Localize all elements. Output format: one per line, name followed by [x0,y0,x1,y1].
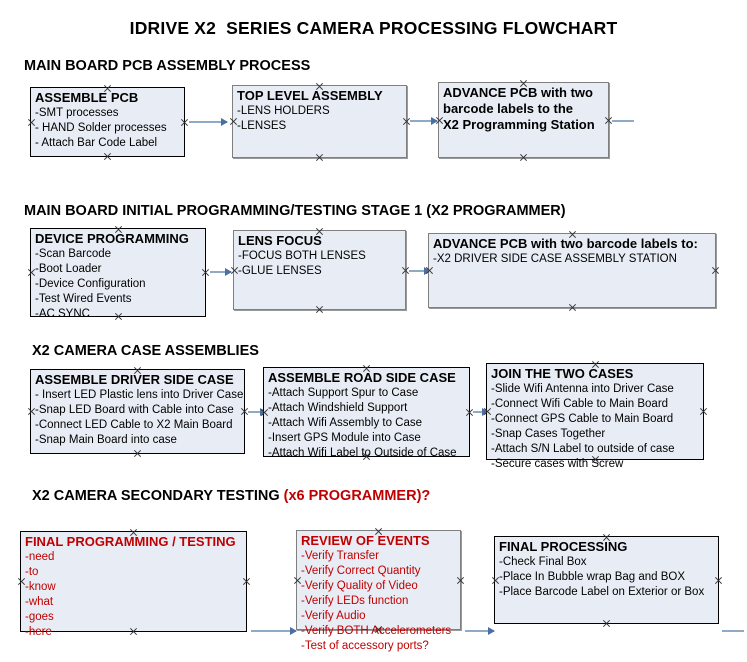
section-title-4-main: X2 CAMERA SECONDARY TESTING [32,488,284,504]
section-title-3: X2 CAMERA CASE ASSEMBLIES [32,343,259,359]
connector-handle-bottom[interactable] [315,305,324,314]
node-top-level-assembly[interactable]: TOP LEVEL ASSEMBLY -LENS HOLDERS -LENSES [232,85,407,158]
connector-handle-bottom[interactable] [568,303,577,312]
node-line: -Attach Support Spur to Case [268,387,419,399]
node-final-processing[interactable]: FINAL PROCESSING -Check Final Box -Place… [494,536,719,624]
node-header: LENS FOCUS [238,233,322,248]
connector-handle-bottom[interactable] [133,449,142,458]
node-line: -Device Configuration [35,278,146,290]
node-line: -know [25,581,56,593]
node-line: -Verify Correct Quantity [301,565,421,577]
node-line: -Place Barcode Label on Exterior or Box [499,586,705,598]
arrow-review-to-final-processing [465,627,495,635]
section-title-4-suffix: (x6 PROGRAMMER)? [283,488,431,504]
node-line: -Scan Barcode [35,248,112,260]
node-line: -AC SYNC [35,308,90,320]
node-header: FINAL PROCESSING [499,539,628,554]
node-header: REVIEW OF EVENTS [301,533,430,548]
node-join-the-two-cases[interactable]: JOIN THE TWO CASES -Slide Wifi Antenna i… [486,363,704,470]
node-line: -Attach S/N Label to outside of case [491,443,675,455]
page-title: IDRIVE X2 SERIES CAMERA PROCESSING FLOWC… [129,18,618,38]
node-line: -Test Wired Events [35,293,132,305]
node-header: JOIN THE TWO CASES [491,366,634,381]
section-title-1: MAIN BOARD PCB ASSEMBLY PROCESS [24,58,311,74]
node-line: -X2 DRIVER SIDE CASE ASSEMBLY STATION [433,253,677,265]
node-header-line3: X2 Programming Station [443,117,595,132]
node-assemble-driver-side-case[interactable]: ASSEMBLE DRIVER SIDE CASE - Insert LED P… [30,369,245,454]
connector-stub-right-1 [612,120,634,122]
connector-handle-bottom[interactable] [315,153,324,162]
node-final-programming-testing[interactable]: FINAL PROGRAMMING / TESTING -need -to -k… [20,531,247,638]
node-line: -Verify Audio [301,610,366,622]
node-line: -goes [25,611,54,623]
node-line: - Attach Bar Code Label [35,137,158,149]
node-advance-pcb-driver-case[interactable]: ADVANCE PCB with two barcode labels to: … [428,233,716,308]
node-header: DEVICE PROGRAMMING [35,231,189,246]
node-device-programming[interactable]: DEVICE PROGRAMMING -Scan Barcode -Boot L… [30,228,206,320]
arrow-pcb-to-top-level [189,118,228,126]
node-line: -GLUE LENSES [238,265,322,277]
node-advance-pcb-station[interactable]: ADVANCE PCB with two barcode labels to t… [438,82,609,158]
node-line: -Verify Transfer [301,550,379,562]
node-line: -to [25,566,39,578]
node-line: -Verify BOTH Accelerometers [301,625,452,637]
node-line: -FOCUS BOTH LENSES [238,250,366,262]
node-assemble-road-side-case[interactable]: ASSEMBLE ROAD SIDE CASE -Attach Support … [263,367,470,459]
arrow-top-level-to-advance [410,117,438,125]
node-line-overflow: -Test of accessory ports? [301,640,429,652]
node-header: ASSEMBLE DRIVER SIDE CASE [35,372,234,387]
connector-handle-bottom[interactable] [103,152,112,161]
node-header: ADVANCE PCB with two [443,85,593,100]
node-header: ASSEMBLE ROAD SIDE CASE [268,370,456,385]
node-line: -Secure cases with Screw [491,458,624,470]
node-header-line2: barcode labels to the [443,101,574,116]
section-title-4: X2 CAMERA SECONDARY TESTING (x6 PROGRAMM… [32,488,430,504]
node-lens-focus[interactable]: LENS FOCUS -FOCUS BOTH LENSES -GLUE LENS… [233,230,406,310]
node-line: -Connect GPS Cable to Main Board [491,413,674,425]
node-line: -Connect LED Cable to X2 Main Board [35,419,233,431]
node-line: -Attach Windshield Support [268,402,408,414]
connector-handle-bottom[interactable] [602,619,611,628]
section-title-2: MAIN BOARD INITIAL PROGRAMMING/TESTING S… [24,203,566,219]
node-header: TOP LEVEL ASSEMBLY [237,88,383,103]
node-line: -Connect Wifi Cable to Main Board [491,398,669,410]
node-header: ADVANCE PCB with two barcode labels to: [433,236,698,251]
node-line: -Insert GPS Module into Case [268,432,421,444]
arrow-device-to-lens-focus [210,268,232,276]
arrow-final-prog-to-review [251,627,297,635]
connector-handle-bottom[interactable] [519,153,528,162]
connector-handle-right[interactable] [711,266,720,275]
node-review-of-events[interactable]: REVIEW OF EVENTS -Verify Transfer -Verif… [296,530,461,652]
node-line: -Attach Wifi Label to Outside of Case [268,447,457,459]
node-assemble-pcb[interactable]: ASSEMBLE PCB -SMT processes - HAND Solde… [30,87,185,157]
node-line: -LENS HOLDERS [237,105,330,117]
node-line: -Place In Bubble wrap Bag and BOX [499,571,686,583]
node-line: -Verify LEDs function [301,595,409,607]
node-line: -Verify Quality of Video [301,580,418,592]
node-line: -Snap LED Board with Cable into Case [35,404,234,416]
node-header: FINAL PROGRAMMING / TESTING [25,534,236,549]
node-line: - HAND Solder processes [35,122,167,134]
node-line: -what [25,596,54,608]
node-line: -LENSES [237,120,287,132]
connector-stub-right-4 [722,630,744,632]
node-line: -SMT processes [35,107,119,119]
node-line: -need [25,551,55,563]
node-line: -here [25,626,52,638]
node-header: ASSEMBLE PCB [35,90,139,105]
node-line: -Snap Main Board into case [35,434,177,446]
arrow-road-case-to-join [473,408,489,416]
node-line: -Check Final Box [499,556,587,568]
arrow-lens-focus-to-advance [409,267,431,275]
node-line: -Slide Wifi Antenna into Driver Case [491,383,674,395]
node-line: -Boot Loader [35,263,102,275]
node-line: -Attach Wifi Assembly to Case [268,417,423,429]
node-line: - Insert LED Plastic lens into Driver Ca… [35,389,244,401]
node-line: -Snap Cases Together [491,428,606,440]
